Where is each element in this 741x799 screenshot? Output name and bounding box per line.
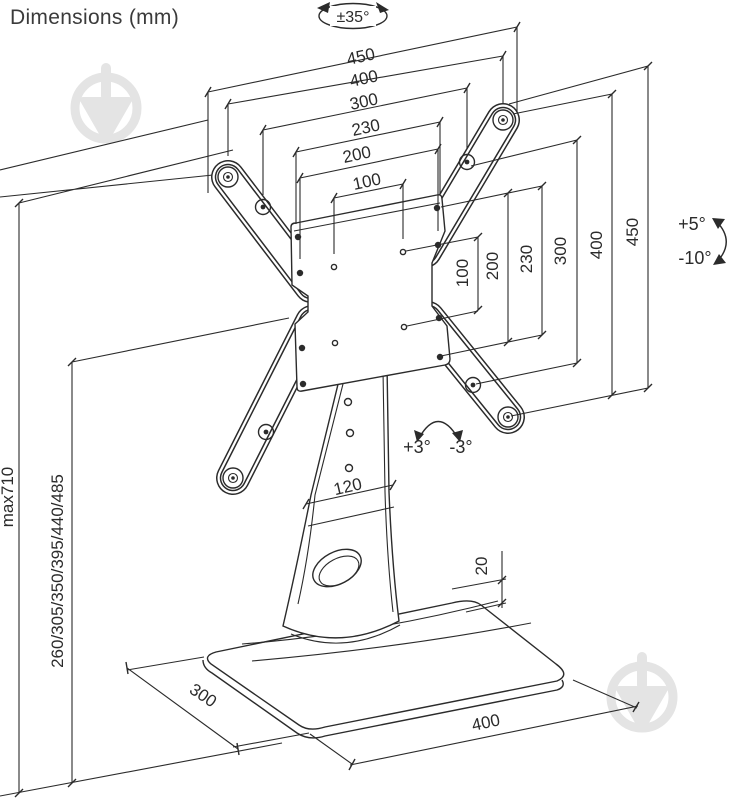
base-depth-ticks [125,661,240,756]
arrow-down-right-icon [452,430,463,442]
dim-label-top-400: 400 [348,66,380,90]
base-width-ticks [348,701,640,771]
arrow-down-left-icon [414,430,424,442]
vesa-hole [330,263,338,271]
cable-hole-inner [318,555,360,587]
dim-label-top-300: 300 [348,89,380,113]
left-dimension-lines [18,203,73,793]
dim-label-height-steps: 260/305/350/395/440/485 [48,474,67,668]
swivel-annotation: ±35° [317,2,389,30]
dim-label-right-300: 300 [551,237,570,265]
arrow-up-icon [712,218,725,229]
plate-outline [290,194,451,392]
left-dimensions: max710 260/305/350/395/440/485 [0,198,77,798]
background-extension-lines [0,119,290,797]
watermark-logo-bottom-right [606,652,678,733]
angle-label-tilt-up: +5° [678,214,706,234]
swivel-rotation-icon [318,2,388,30]
vesa-hole [399,248,407,256]
plate-edge-line [293,202,441,232]
level-annotation: +3° -3° [403,421,473,457]
base-thickness-ticks [497,575,507,608]
vesa-plate [290,194,451,392]
arm-hole [458,153,476,171]
column-hole [343,397,353,407]
right-dimensions: 100 200 230 300 400 450 [405,61,653,417]
dim-label-base-thickness: 20 [472,557,491,576]
top-dimension-ticks [204,21,521,204]
right-dimension-lines [477,66,649,395]
level-arc-icon [418,421,459,439]
arm-hole [464,376,482,394]
plate-hole [299,380,307,388]
column-width-ticks [302,479,397,510]
column-hole [345,428,355,438]
base-depth-dimension [126,656,310,750]
dim-label-right-450: 450 [623,218,642,246]
right-extension-lines [405,65,649,417]
angle-label-tilt-down: -10° [678,248,711,268]
base-thickness-edge [202,659,564,739]
column-width-dimension-lines [305,484,395,527]
top-extension-lines [207,27,518,259]
plate-hole [298,344,306,352]
column-inner-edges [297,369,394,613]
dim-label-top-230: 230 [350,115,382,139]
label-backing [330,6,376,26]
plate-hole [296,269,304,277]
dim-label-base-depth: 300 [186,680,220,712]
vesa-hole [331,339,339,347]
column-body [282,363,400,639]
angle-label-level-plus: +3° [403,437,431,457]
trowel-blade-icon [80,97,132,143]
dim-label-right-200: 200 [483,252,502,280]
watermark-logo-top-left [70,63,142,144]
base-width-dimension [309,679,639,766]
trowel-blade-icon [616,686,668,732]
arm-hole [257,423,275,441]
stand-column: 120 [282,363,400,639]
arm-hole [254,198,272,216]
dim-label-right-100: 100 [453,259,472,287]
vesa-hole [400,323,408,331]
left-dimension-ticks [14,198,77,798]
angle-label-swivel: ±35° [337,9,370,26]
plate-hole [436,353,444,361]
right-dimension-ticks [473,61,653,400]
dim-label-top-450: 450 [345,44,377,68]
arrow-left-icon [317,2,330,13]
dim-label-right-230: 230 [517,245,536,273]
arrow-right-icon [376,2,389,13]
arrow-down-icon [713,254,726,265]
dim-label-right-400: 400 [587,231,606,259]
dim-label-base-width: 400 [470,710,502,734]
column-hole [344,463,354,473]
angle-annotations: ±35° +5° -10° +3° -3° [317,2,727,457]
top-dimension-lines [207,26,518,199]
dim-label-max-height: max710 [0,467,17,527]
tilt-annotation: +5° -10° [678,214,727,268]
page-title: Dimensions (mm) [10,6,179,29]
plate-hole [433,204,441,212]
dim-label-top-100: 100 [351,169,383,193]
angle-label-level-minus: -3° [449,437,472,457]
